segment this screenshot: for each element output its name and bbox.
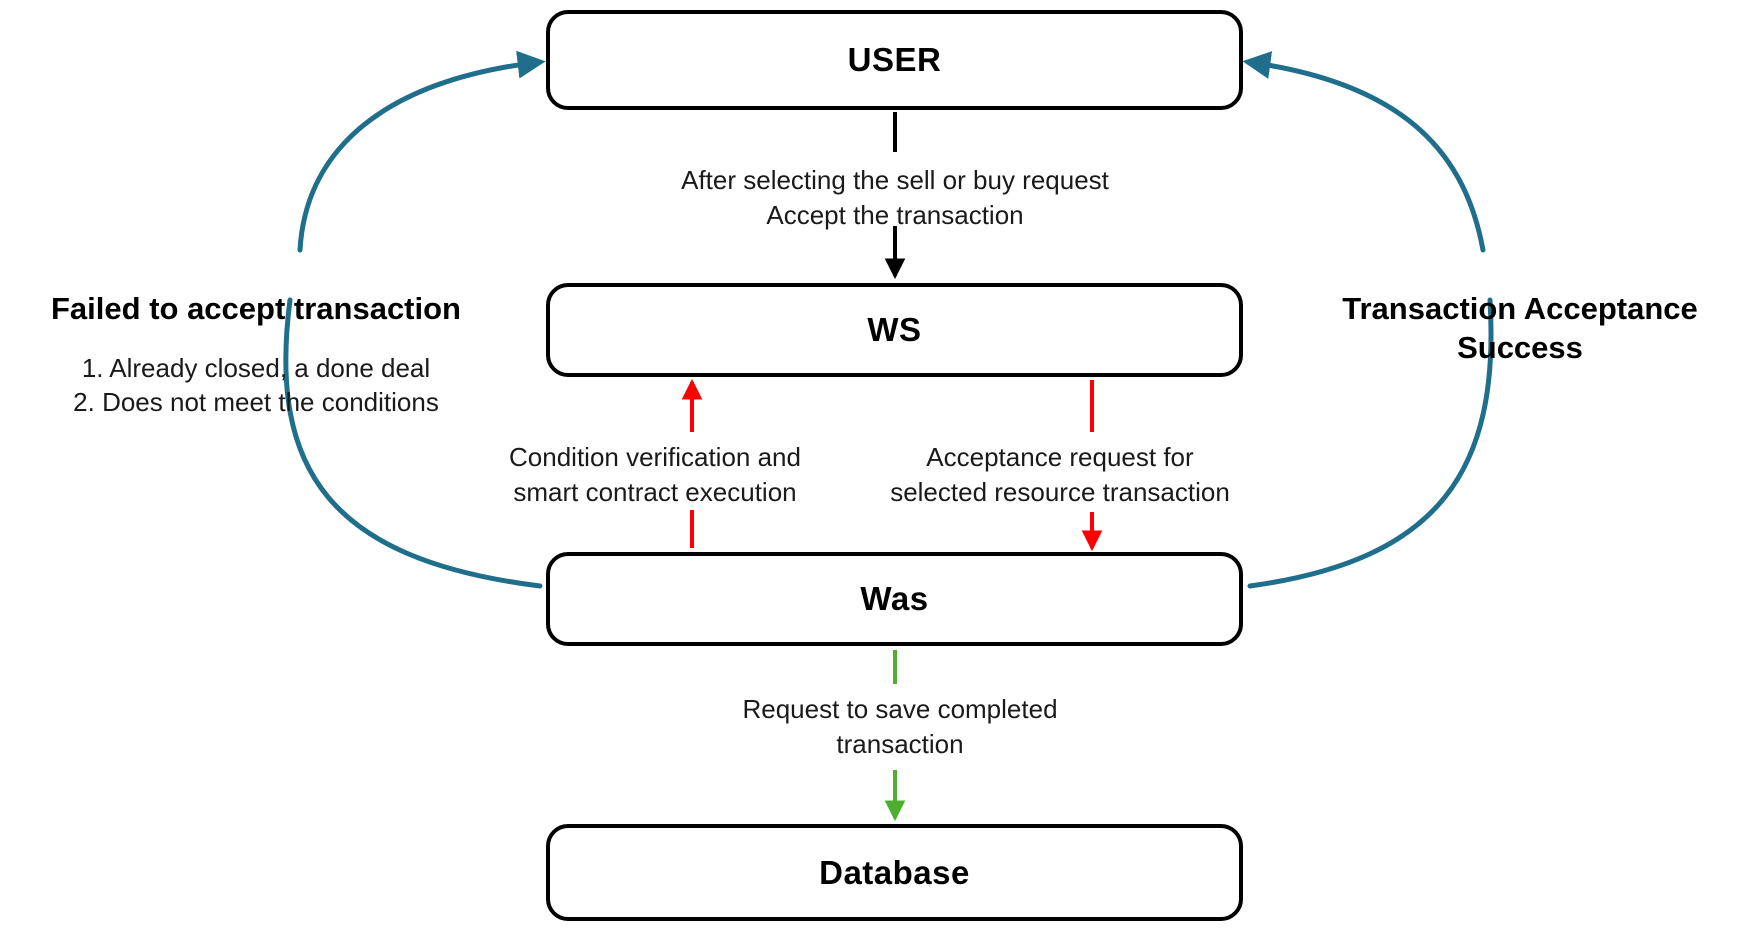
failure-annotation: Failed to accept transaction 1. Already … — [6, 290, 506, 420]
node-ws-label: WS — [867, 311, 922, 348]
failure-annotation-title: Failed to accept transaction — [51, 291, 461, 326]
edge-label-was-to-ws: Condition verification and smart contrac… — [509, 442, 801, 507]
node-was-label: Was — [860, 580, 929, 617]
edge-label-user-to-ws: After selecting the sell or buy request … — [681, 165, 1109, 230]
failure-annotation-reasons: 1. Already closed, a done deal 2. Does n… — [73, 352, 439, 418]
success-annotation-title: Transaction Acceptance Success — [1342, 291, 1698, 365]
node-user-label: USER — [847, 41, 942, 78]
node-user[interactable]: USER — [546, 10, 1243, 110]
edge-label-ws-to-was: Acceptance request for selected resource… — [890, 442, 1230, 507]
node-database-label: Database — [819, 853, 970, 891]
node-database[interactable]: Database — [546, 824, 1243, 921]
success-annotation: Transaction Acceptance Success — [1305, 290, 1735, 368]
node-was[interactable]: Was — [546, 552, 1243, 646]
node-ws[interactable]: WS — [546, 283, 1243, 377]
edge-label-was-to-database: Request to save completed transaction — [742, 694, 1058, 759]
